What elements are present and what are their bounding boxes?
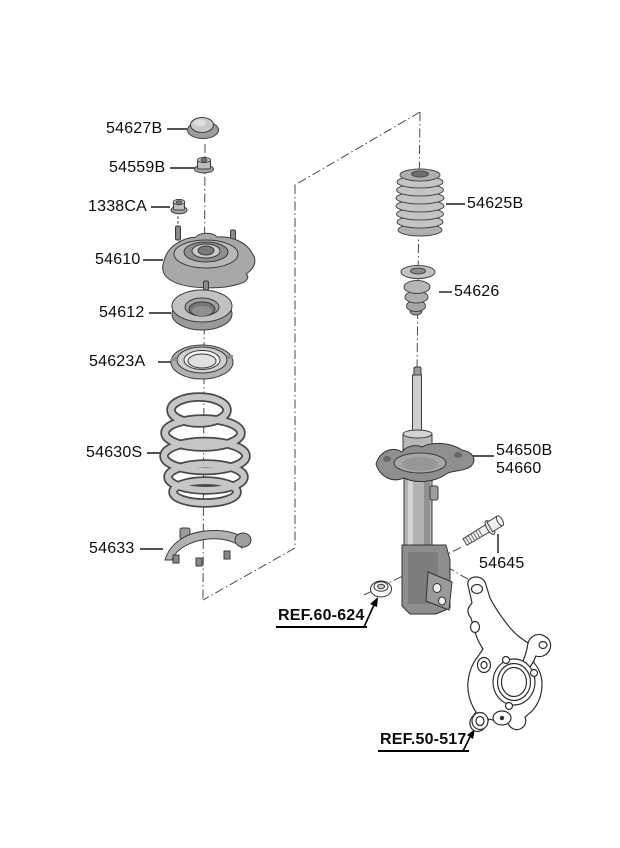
bump-stopper-drawing: [400, 265, 436, 316]
strut-cap-drawing: [187, 117, 219, 139]
strut-bearing-drawing: [171, 289, 233, 331]
leader-lines: [140, 128, 499, 553]
part-label-54633: 54633: [89, 540, 135, 557]
knuckle-nut-drawing: [370, 580, 392, 598]
strut-insulator-drawing: [162, 225, 256, 291]
section-boundary-top: [294, 111, 421, 186]
steering-knuckle-drawing: [467, 576, 552, 733]
lock-nut-drawing: [194, 156, 214, 174]
ref-link-50-517[interactable]: REF.50-517: [378, 731, 469, 752]
part-label-54650b: 54650B: [496, 442, 553, 459]
part-label-54645: 54645: [479, 555, 525, 572]
part-label-54625b: 54625B: [467, 195, 524, 212]
flange-nut-drawing: [170, 198, 188, 215]
spring-pad-drawing: [164, 527, 252, 567]
arrowhead-ref-50-517: [467, 729, 475, 739]
section-boundary-bottom: [202, 547, 296, 601]
spring-seat-drawing: [170, 344, 234, 380]
strut-assembly-drawing: [375, 366, 475, 615]
part-label-54626: 54626: [454, 283, 500, 300]
centerline-left-column: [202, 143, 206, 601]
bolt-drawing: [462, 515, 505, 546]
part-label-1338ca: 1338CA: [88, 198, 148, 215]
ref-link-60-624[interactable]: REF.60-624: [276, 607, 367, 628]
part-label-54630s: 54630S: [86, 444, 143, 461]
part-label-54660: 54660: [496, 460, 542, 477]
ref-arrows: [363, 597, 475, 752]
part-label-54612: 54612: [99, 304, 145, 321]
centerline-right-column: [416, 111, 421, 373]
part-label-54627b: 54627B: [106, 120, 163, 137]
part-label-54623a: 54623A: [89, 353, 146, 370]
part-label-54610: 54610: [95, 251, 141, 268]
coil-spring-drawing: [159, 392, 251, 508]
part-label-54559b: 54559B: [109, 159, 166, 176]
dust-cover-drawing: [395, 168, 445, 237]
arrowhead-ref-60-624: [370, 597, 378, 607]
